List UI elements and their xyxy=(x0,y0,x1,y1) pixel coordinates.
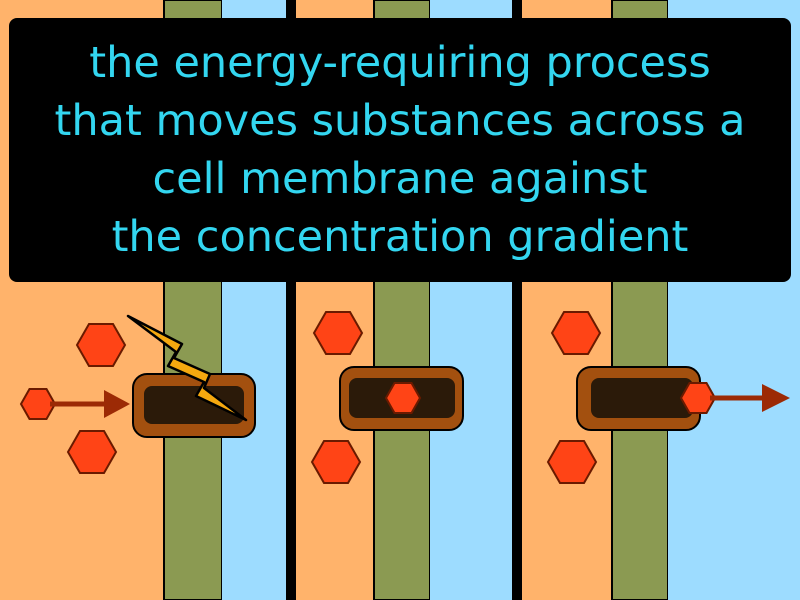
molecule xyxy=(680,382,716,414)
right-arrow-icon xyxy=(710,384,790,412)
protein-channel xyxy=(591,378,693,418)
lightning-bolt-icon xyxy=(126,314,248,422)
caption-line: that moves substances across a xyxy=(54,96,746,146)
molecule xyxy=(385,382,421,414)
caption-line: the concentration gradient xyxy=(111,212,689,262)
right-arrow-icon xyxy=(50,390,130,418)
caption-line: cell membrane against xyxy=(152,154,648,204)
caption-line: the energy-requiring process xyxy=(89,38,711,88)
molecule xyxy=(20,388,56,420)
protein-channel xyxy=(144,386,244,424)
panel-divider xyxy=(512,0,522,600)
definition-caption: the energy-requiring process that moves … xyxy=(9,18,791,282)
panel-divider xyxy=(286,0,296,600)
